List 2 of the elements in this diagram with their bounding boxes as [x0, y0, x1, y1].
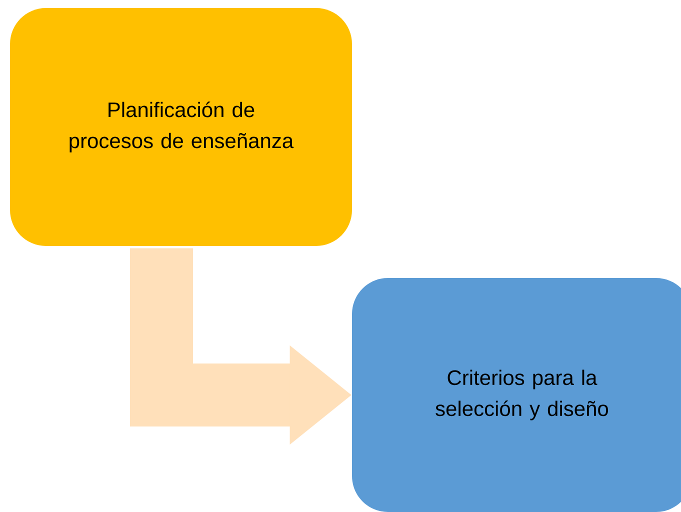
process-box: Criterios para la selección y diseño	[352, 278, 681, 512]
process-box: Planificación de procesos de enseñanza	[10, 8, 352, 246]
